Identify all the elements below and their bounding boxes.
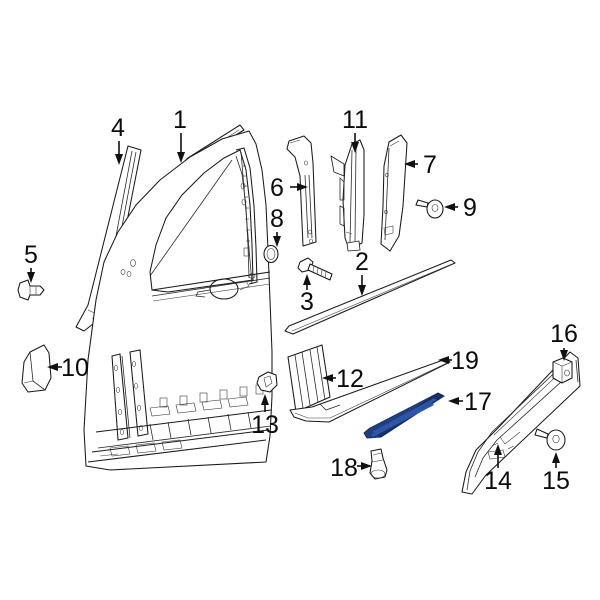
callout-13[interactable]: 13 (251, 411, 279, 439)
callout-11[interactable]: 11 (342, 106, 368, 134)
fastener-15-rivet (534, 428, 566, 451)
callout-19[interactable]: 19 (451, 347, 479, 375)
part-7-rear-pillar-applique (380, 134, 408, 252)
fastener-18-grommet (369, 448, 388, 480)
callout-8[interactable]: 8 (270, 205, 284, 233)
part-19-lower-body-molding (289, 358, 451, 423)
callout-16[interactable]: 16 (550, 320, 578, 348)
leader-lines (27, 133, 568, 470)
callout-14[interactable]: 14 (484, 467, 512, 495)
callout-4[interactable]: 4 (111, 114, 125, 142)
part-2-upper-body-molding (284, 259, 456, 335)
fastener-16-square-clip (552, 357, 573, 384)
fastener-3-screw (297, 257, 333, 281)
callout-5[interactable]: 5 (24, 241, 38, 269)
callout-15[interactable]: 15 (542, 467, 570, 495)
part-17-highlighted-molding (363, 392, 445, 439)
part-12-ribbed-insert (287, 344, 331, 413)
callout-17[interactable]: 17 (464, 388, 492, 416)
part-door-outer-panel (83, 130, 273, 471)
callout-7[interactable]: 7 (423, 151, 437, 179)
callout-2[interactable]: 2 (355, 248, 369, 276)
callout-numbers: 1 2 3 4 5 6 7 8 9 10 11 12 13 14 15 16 1… (24, 106, 578, 495)
callout-9[interactable]: 9 (463, 194, 477, 222)
callout-10[interactable]: 10 (61, 354, 89, 382)
fastener-9-rivet (415, 199, 444, 219)
fastener-13-hex-nut (256, 371, 278, 393)
fastener-5-push-clip (17, 279, 45, 301)
part-11-division-channel (330, 139, 365, 252)
callout-1[interactable]: 1 (173, 106, 187, 134)
callout-12[interactable]: 12 (336, 365, 364, 393)
fastener-8-grommet-ring (263, 244, 279, 264)
part-6-window-frame-garnish (286, 135, 317, 247)
callout-18[interactable]: 18 (330, 454, 358, 482)
callout-3[interactable]: 3 (300, 288, 314, 316)
part-10-lower-corner-cover (21, 344, 52, 393)
part-14-rocker-molding (461, 351, 581, 495)
callout-6[interactable]: 6 (270, 174, 284, 202)
